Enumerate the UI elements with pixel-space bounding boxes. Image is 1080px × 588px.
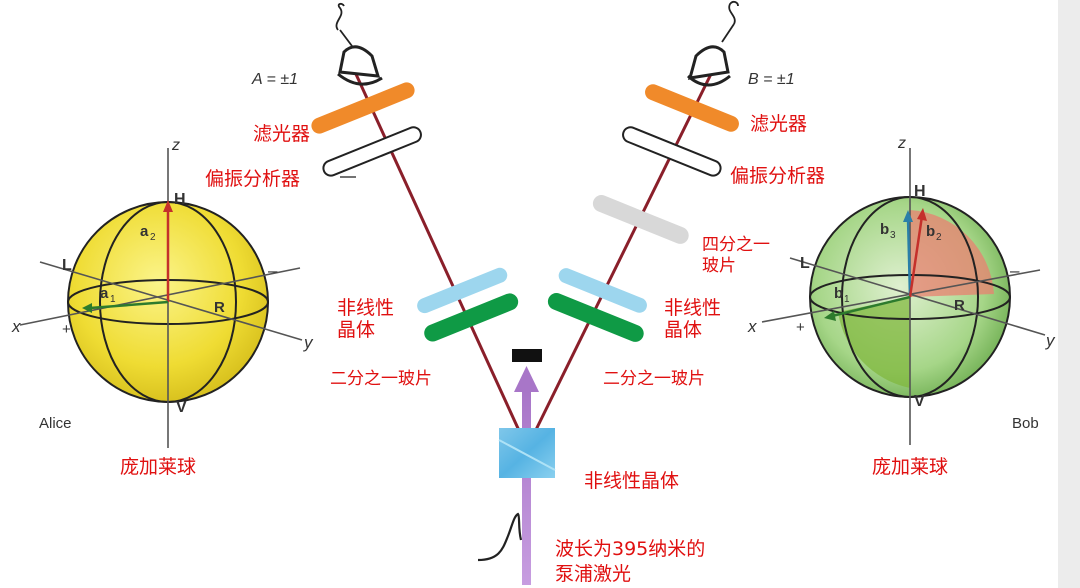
analyzer-left: [322, 126, 422, 177]
bob-vec-b3: b: [880, 221, 889, 238]
source-crystal-label: 非线性晶体: [584, 470, 679, 492]
bob-H-label: H: [914, 183, 926, 200]
pump-beam: [522, 390, 531, 585]
crystal-left-label-2: 晶体: [337, 319, 375, 341]
crystal-left: [417, 267, 508, 314]
filter-left-label: 滤光器: [253, 123, 310, 145]
crystal-right-label-1: 非线性: [664, 297, 721, 319]
bob-vector-b1-head: [824, 311, 836, 321]
bob-vec-b1: b: [834, 285, 843, 302]
alice-R-label: R: [214, 299, 225, 316]
bob-x-label: x: [747, 317, 757, 336]
filter-right-label: 滤光器: [750, 113, 807, 135]
detector-bob-icon: [686, 0, 739, 87]
alice-y-label: y: [303, 333, 314, 352]
bob-R-label: R: [954, 297, 965, 314]
analyzer-left-label: 偏振分析器: [205, 168, 300, 190]
alice-sphere-caption: 庞加莱球: [120, 456, 196, 478]
filter-left: [311, 82, 415, 134]
bob-plus-label: +: [796, 319, 805, 336]
crystal-sheen: [498, 439, 556, 471]
bob-outcome-label: B = ±1: [748, 71, 795, 88]
bob-vector-b3: [906, 217, 912, 298]
alice-vector-a2-head: [163, 200, 173, 212]
bob-sphere-caption: 庞加莱球: [872, 456, 948, 478]
bob-vec-b1-sub: 1: [844, 294, 850, 305]
bob-y-axis: [789, 257, 1046, 336]
alice-L-label: L: [62, 257, 72, 274]
bob-minus-label: –: [1010, 261, 1020, 280]
crystal-left-label-1: 非线性: [337, 297, 394, 319]
alice-minus-label: –: [268, 261, 278, 280]
alice-vector-a1: [89, 300, 169, 310]
alice-poincare-sphere: [19, 148, 303, 448]
alice-name-label: Alice: [39, 415, 72, 432]
source-crystal: [499, 428, 555, 478]
bob-green-sector: [838, 297, 910, 388]
alice-x-axis: [19, 267, 301, 326]
alice-plus-label: +: [62, 321, 71, 338]
bob-vector-b1: [831, 295, 911, 318]
crystal-right: [558, 268, 647, 313]
alice-outcome-label: A = ±1: [251, 71, 298, 88]
alice-x-label: x: [11, 317, 21, 336]
quarter-wave-label-2: 玻片: [702, 256, 736, 276]
alice-vec-a2-sub: 2: [150, 232, 156, 243]
pump-label-1: 波长为395纳米的: [555, 538, 705, 560]
bob-vector-b3-head: [903, 210, 913, 222]
bob-V-label: V: [914, 393, 925, 410]
bob-vector-b2: [908, 215, 924, 298]
pump-arrow-head: [514, 366, 539, 392]
alice-vector-a1-head: [82, 303, 92, 313]
alice-y-axis: [39, 261, 303, 341]
filter-right: [645, 84, 739, 132]
alice-H-label: H: [174, 191, 186, 208]
bob-z-label: z: [897, 135, 906, 152]
detector-alice-icon: [335, 2, 383, 86]
left-beam: [353, 71, 529, 449]
half-wave-left: [424, 293, 519, 342]
right-edge-strip: [1058, 0, 1080, 588]
bob-poincare-sphere: [761, 148, 1046, 445]
alice-vec-a1: a: [100, 285, 109, 302]
bob-vec-b3-sub: 3: [890, 230, 896, 241]
half-wave-right: [547, 293, 644, 342]
analyzer-right-label: 偏振分析器: [730, 165, 825, 187]
bob-x-axis: [761, 269, 1041, 323]
alice-vec-a2: a: [140, 223, 149, 240]
bob-vector-b2-head: [917, 208, 927, 221]
bob-vec-b2: b: [926, 223, 935, 240]
alice-vec-a1-sub: 1: [110, 294, 116, 305]
alice-z-label: z: [171, 137, 180, 154]
half-wave-left-label: 二分之一玻片: [330, 369, 432, 389]
alice-V-label: V: [176, 399, 187, 416]
beam-block: [512, 349, 542, 362]
analyzer-right: [622, 126, 722, 177]
pump-label-2: 泵浦激光: [555, 563, 631, 585]
bob-L-label: L: [800, 255, 810, 272]
crystal-right-label-2: 晶体: [664, 319, 702, 341]
bob-y-label: y: [1045, 331, 1056, 350]
bob-vec-b2-sub: 2: [936, 232, 942, 243]
half-wave-right-label: 二分之一玻片: [603, 369, 705, 389]
pump-pulse-icon: [477, 512, 523, 562]
bob-name-label: Bob: [1012, 415, 1039, 432]
quarter-wave-label-1: 四分之一: [702, 235, 770, 255]
quarter-wave-right: [592, 195, 689, 244]
right-beam: [525, 71, 714, 449]
